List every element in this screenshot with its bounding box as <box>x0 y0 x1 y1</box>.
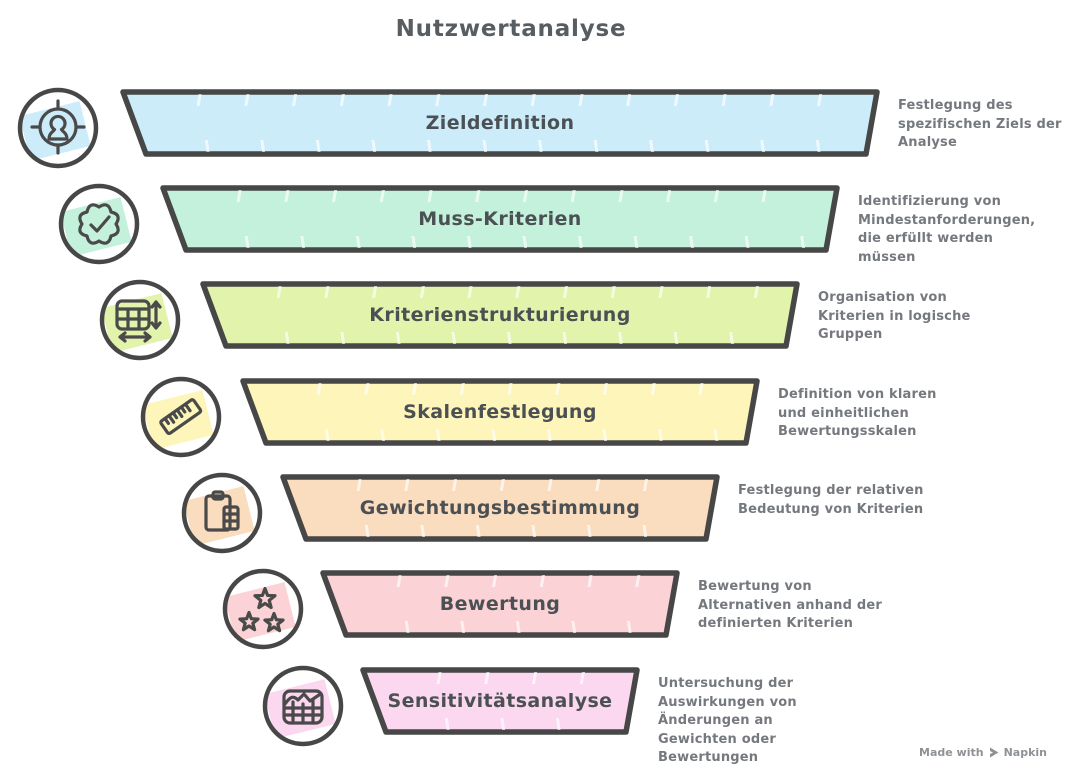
made-with-napkin-badge[interactable]: Made with Napkin <box>919 746 1047 759</box>
step-label: Zieldefinition <box>425 112 575 134</box>
made-with-label: Made with <box>919 746 984 759</box>
funnel-step-zieldefinition: Zieldefinition Festlegung des spezifisch… <box>0 87 1071 169</box>
funnel-step-kriterienstrukturierung: Kriterienstrukturierung Organisation von… <box>0 279 1071 361</box>
napkin-brand-label: Napkin <box>1003 746 1047 759</box>
funnel-step-bewertung: Bewertung Bewertung von Alternativen anh… <box>0 568 1071 650</box>
step-description: Festlegung des spezifischen Ziels der An… <box>898 98 1062 150</box>
diagram-title: Nutzwertanalyse <box>395 16 627 42</box>
clipboard-list-icon <box>181 472 263 554</box>
step-description: Definition von klaren und einheitlichen … <box>778 387 937 439</box>
step-description: Identifizierung von Mindestanforderungen… <box>858 194 1036 265</box>
funnel-step-gewichtungsbestimmung: Gewichtungsbestimmung Festlegung der rel… <box>0 472 1071 554</box>
step-label: Muss-Kriterien <box>418 208 582 230</box>
funnel-step-sensitivitaetsanalyse: Sensitivitätsanalyse Untersuchung der Au… <box>0 665 1071 765</box>
step-label: Kriterienstrukturierung <box>369 304 631 326</box>
funnel-step-muss-kriterien: Muss-Kriterien Identifizierung von Minde… <box>0 183 1071 265</box>
napkin-logo-icon <box>989 747 999 758</box>
stars-rating-icon <box>222 568 304 650</box>
step-description: Organisation von Kriterien in logische G… <box>818 290 971 342</box>
step-label: Gewichtungsbestimmung <box>359 497 641 519</box>
funnel-step-skalenfestlegung: Skalenfestlegung Definition von klaren u… <box>0 376 1071 458</box>
target-user-icon <box>17 87 99 169</box>
step-label: Skalenfestlegung <box>403 401 597 423</box>
ruler-icon <box>140 376 222 458</box>
step-label: Bewertung <box>439 593 561 615</box>
step-label: Sensitivitätsanalyse <box>387 690 613 712</box>
step-description: Festlegung der relativen Bedeutung von K… <box>738 483 924 517</box>
table-structure-icon <box>99 279 181 361</box>
step-description: Untersuchung der Auswirkungen von Änderu… <box>658 676 797 765</box>
step-description: Bewertung von Alternativen anhand der de… <box>698 579 883 631</box>
badge-check-icon <box>58 183 140 265</box>
chart-table-icon <box>262 665 344 747</box>
